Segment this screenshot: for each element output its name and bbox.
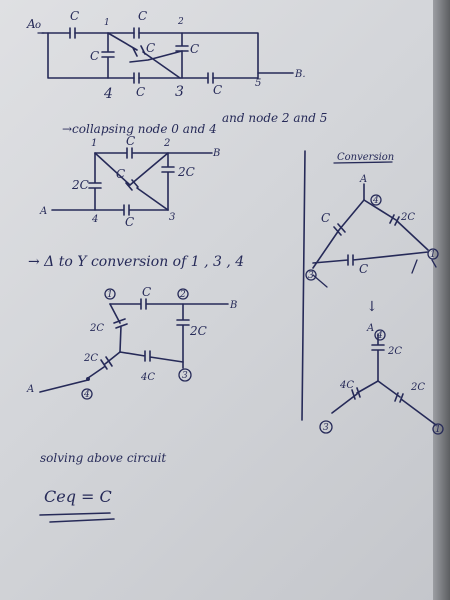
c1-label-c-top-left: C bbox=[70, 9, 79, 23]
c3-node-4: 4 bbox=[83, 390, 90, 400]
c2-label-c-top: C bbox=[126, 134, 135, 148]
c1-label-c-diag: C bbox=[146, 41, 155, 55]
c3-label-4c: 4C bbox=[140, 372, 155, 383]
c2-node-4: 4 bbox=[91, 214, 98, 225]
conversion-heading-underline bbox=[333, 161, 393, 164]
c2-label-2c-left: 2C bbox=[71, 178, 89, 192]
step1-note-left: →collapsing node 0 and 4 bbox=[62, 122, 217, 136]
c2-label-c-bottom: C bbox=[125, 215, 134, 229]
conversion-arrow: ↓ bbox=[366, 299, 378, 315]
circuit-1 bbox=[37, 27, 294, 84]
star-node-3: 3 bbox=[323, 423, 329, 433]
delta-label-c-left: C bbox=[321, 211, 330, 225]
star-label-4c: 4C bbox=[339, 380, 354, 391]
c3-label-2c-diag: 2C bbox=[83, 353, 98, 364]
vertical-divider bbox=[301, 150, 306, 421]
c2-label-c-diag: C bbox=[116, 167, 125, 181]
star-node-a: A bbox=[366, 323, 374, 334]
solution-result: Ceq = C bbox=[44, 487, 112, 506]
delta-node-4: 4 bbox=[372, 196, 379, 206]
conversion-heading: Conversion bbox=[337, 152, 394, 163]
step2-note: → Δ to Y conversion of 1 , 3 , 4 bbox=[28, 254, 244, 270]
c3-node-1: 1 bbox=[107, 290, 113, 300]
c1-node-1: 1 bbox=[104, 18, 110, 28]
c1-node-4: 4 bbox=[103, 86, 113, 102]
c1-label-c-bottom-right: C bbox=[213, 83, 222, 97]
c2-terminal-b: B bbox=[212, 148, 220, 159]
c1-node-3: 3 bbox=[175, 84, 184, 100]
c2-node-1: 1 bbox=[91, 138, 97, 149]
c3-label-c-top: C bbox=[142, 285, 151, 299]
delta-node-1: 1 bbox=[430, 250, 436, 260]
c2-terminal-a: A bbox=[39, 206, 47, 217]
c3-label-2c-left: 2C bbox=[89, 323, 104, 334]
c3-node-3: 3 bbox=[182, 371, 188, 381]
c1-terminal-b: B. bbox=[294, 69, 306, 80]
star-node-1: 1 bbox=[435, 425, 441, 435]
result-underline bbox=[39, 512, 115, 523]
page-edge-shadow bbox=[433, 0, 450, 600]
c3-label-2c-right: 2C bbox=[189, 324, 207, 338]
circuit-2 bbox=[51, 147, 213, 216]
star-label-2c-right: 2C bbox=[410, 382, 425, 393]
delta-node-3: 3 bbox=[308, 271, 314, 281]
delta-label-2c: 2C bbox=[400, 212, 415, 223]
step1-note-right: and node 2 and 5 bbox=[222, 111, 327, 125]
c1-label-c-right: C bbox=[190, 42, 199, 56]
c2-node-3: 3 bbox=[169, 212, 175, 223]
circuit-3 bbox=[39, 298, 229, 393]
c1-label-c-bottom-mid: C bbox=[136, 85, 145, 99]
c2-node-2: 2 bbox=[163, 138, 170, 149]
c2-label-2c-right: 2C bbox=[177, 165, 195, 179]
c1-label-c-top-mid: C bbox=[138, 9, 147, 23]
c1-node-2: 2 bbox=[177, 17, 184, 27]
c3-terminal-a: A bbox=[26, 384, 34, 395]
c1-node-0: o bbox=[35, 20, 41, 31]
solution-note: solving above circuit bbox=[40, 451, 166, 465]
c1-label-c-left: C bbox=[90, 49, 99, 63]
c1-terminal-a: A bbox=[26, 17, 36, 31]
c3-node-2: 2 bbox=[179, 290, 186, 300]
c3-terminal-b: B bbox=[229, 300, 237, 311]
c1-node-5: 5 bbox=[255, 78, 261, 89]
delta-node-a: A bbox=[359, 174, 367, 185]
star-label-2c-top: 2C bbox=[387, 346, 402, 357]
delta-label-c-bottom: C bbox=[359, 262, 368, 276]
star-node-4: 4 bbox=[376, 331, 383, 341]
delta-network bbox=[312, 183, 437, 288]
